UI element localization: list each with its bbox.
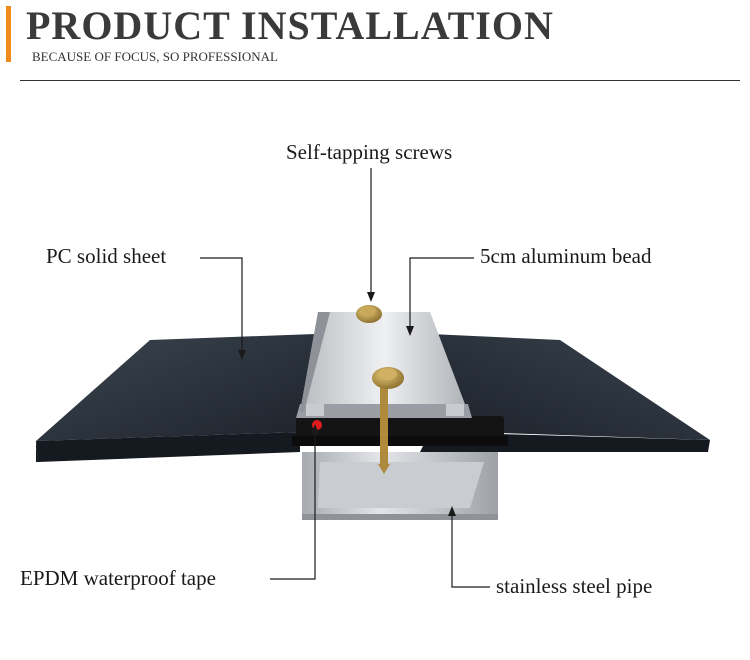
leader-pc-sheet xyxy=(200,257,243,352)
screw-nut-top xyxy=(356,305,382,323)
steel-pipe xyxy=(302,452,498,520)
label-pc-solid-sheet: PC solid sheet xyxy=(46,244,167,268)
page-subtitle: BECAUSE OF FOCUS, SO PROFESSIONAL xyxy=(32,49,278,64)
pc-sheet-left xyxy=(36,334,315,462)
leader-pipe xyxy=(451,512,490,588)
arrow-pc-sheet-icon xyxy=(238,350,246,360)
arrow-bead-icon xyxy=(406,326,414,336)
arrow-epdm-icon xyxy=(311,424,319,434)
leader-epdm xyxy=(270,430,316,580)
arrow-screws-icon xyxy=(367,292,375,302)
leader-bead xyxy=(409,257,474,330)
label-aluminum-bead: 5cm aluminum bead xyxy=(480,244,652,268)
label-self-tapping-screws: Self-tapping screws xyxy=(286,140,453,164)
label-steel-pipe: stainless steel pipe xyxy=(496,574,653,598)
aluminum-bead xyxy=(296,312,472,418)
label-epdm-tape: EPDM waterproof tape xyxy=(20,566,216,590)
header-divider xyxy=(20,80,740,81)
arrow-pipe-icon xyxy=(448,506,456,516)
screw-shaft xyxy=(378,384,390,474)
epdm-gasket xyxy=(292,416,508,446)
header-accent-bar xyxy=(6,6,11,62)
screw-nut-front xyxy=(372,367,404,389)
page-title: PRODUCT INSTALLATION xyxy=(26,3,554,48)
